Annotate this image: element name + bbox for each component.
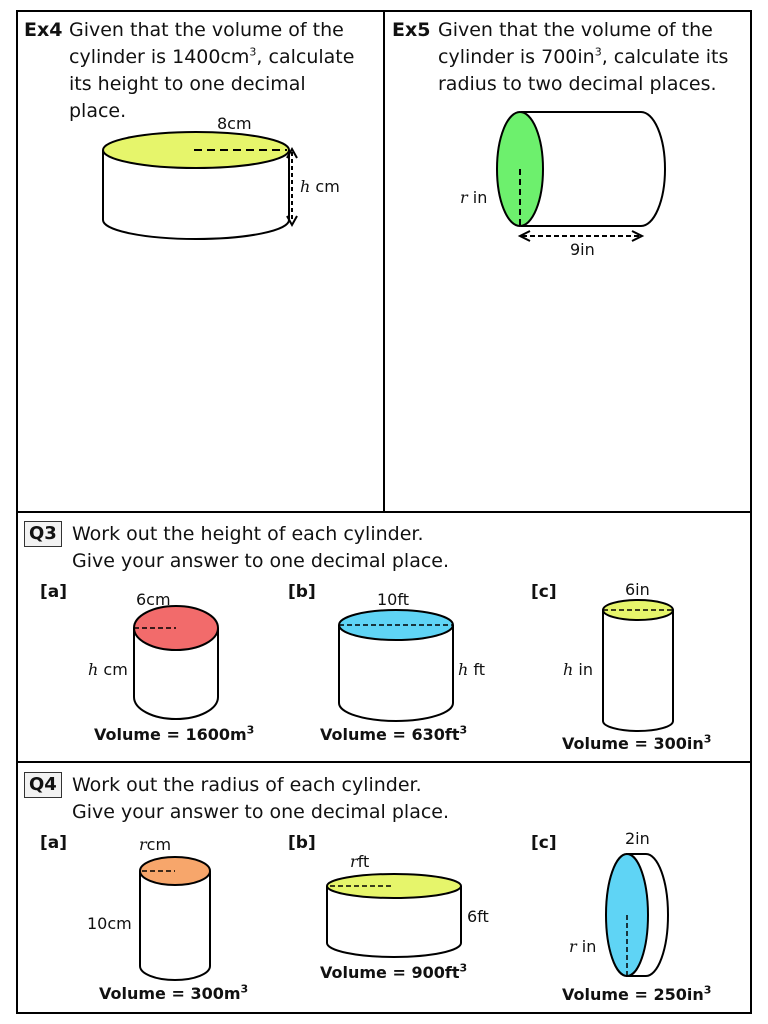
q3c-height-label: h in (563, 660, 593, 679)
q4b-volume: Volume = 900ft3 (320, 963, 467, 982)
q4a-vol-prefix: Volume = (99, 984, 191, 1003)
q3c-vol-sup: 3 (703, 732, 712, 746)
q4a-vol-value: 300m (190, 984, 241, 1003)
ex4-cylinder (102, 131, 298, 240)
q4b-radius-label: rft (350, 852, 369, 871)
ex5-cylinder (496, 111, 666, 242)
q4b-height: 6ft (467, 907, 489, 926)
q4b-vol-prefix: Volume = (320, 963, 412, 982)
q4c-rvar: r (569, 937, 577, 956)
q3c-tag: [c] (531, 582, 557, 602)
q3b-vol-prefix: Volume = (320, 725, 412, 744)
ex5-line2-a: cylinder is 700in (438, 46, 595, 68)
q4c-tag: [c] (531, 833, 557, 853)
ex4-label: Ex4 (24, 19, 63, 41)
q4b-rvar: r (350, 852, 358, 871)
q4b-vol-sup: 3 (459, 961, 468, 975)
ex4-diameter-label: 8cm (217, 114, 252, 133)
q4a-radius-label: rcm (139, 835, 171, 854)
ex4-line3: its height to one decimal (69, 73, 306, 95)
ex5-line2-b: , calculate its (601, 46, 729, 68)
ex5-panel (383, 10, 752, 513)
q4a-height: 10cm (87, 914, 132, 933)
ex4-height-label: h cm (300, 177, 340, 196)
q3a-vol-sup: 3 (246, 723, 255, 737)
q3-label: Q3 (24, 521, 62, 547)
q3-line1: Work out the height of each cylinder. (72, 523, 424, 545)
q4a-cylinder (139, 856, 211, 981)
ex5-radius-label: r in (460, 188, 487, 207)
ex4-line2-b: , calculate (256, 46, 355, 68)
ex4-height-var: h (300, 177, 311, 196)
ex4-panel (16, 10, 385, 513)
q3c-diameter: 6in (625, 580, 650, 599)
q4a-tag: [a] (40, 833, 68, 853)
ex5-line2-sup: 3 (594, 45, 602, 59)
q3a-cylinder (133, 605, 219, 720)
ex5-length-label: 9in (570, 240, 595, 259)
ex5-radius-unit: in (472, 188, 488, 207)
q4c-runit: in (581, 937, 597, 956)
q4a-volume: Volume = 300m3 (99, 984, 248, 1003)
q4b-runit: ft (357, 852, 370, 871)
q4c-volume: Volume = 250in3 (562, 985, 711, 1004)
q3b-vol-value: 630ft (411, 725, 460, 744)
q4-label: Q4 (24, 772, 62, 798)
q4c-cylinder (605, 853, 669, 977)
q3c-vol-prefix: Volume = (562, 734, 654, 753)
q4b-cylinder (326, 873, 462, 958)
ex5-radius-var: r (460, 188, 468, 207)
q3a-hvar: h (88, 660, 99, 679)
ex4-line2-sup: 3 (249, 45, 257, 59)
q3a-vol-value: 1600m (185, 725, 247, 744)
q3a-height-label: h cm (88, 660, 128, 679)
ex4-line1: Given that the volume of the (69, 19, 344, 41)
ex5-line1: Given that the volume of the (438, 19, 713, 41)
ex5-line3: radius to two decimal places. (438, 73, 717, 95)
q4c-vol-prefix: Volume = (562, 985, 654, 1004)
q3b-hunit: ft (473, 660, 486, 679)
q3c-volume: Volume = 300in3 (562, 734, 711, 753)
q4b-vol-value: 900ft (411, 963, 460, 982)
q4a-rvar: r (139, 835, 147, 854)
q3a-volume: Volume = 1600m3 (94, 725, 254, 744)
q4a-vol-sup: 3 (240, 982, 249, 996)
q4c-vol-sup: 3 (703, 983, 712, 997)
ex5-label: Ex5 (392, 19, 431, 41)
q3a-vol-prefix: Volume = (94, 725, 186, 744)
q4a-runit: cm (146, 835, 172, 854)
q4c-length: 2in (625, 829, 650, 848)
q3c-vol-value: 300in (653, 734, 704, 753)
ex4-line2-a: cylinder is 1400cm (69, 46, 250, 68)
q3a-hunit: cm (103, 660, 128, 679)
ex5-line2: cylinder is 700in3, calculate its (438, 44, 728, 71)
q3-line2: Give your answer to one decimal place. (72, 550, 450, 572)
q3b-hvar: h (458, 660, 469, 679)
q4-line2: Give your answer to one decimal place. (72, 801, 450, 823)
q3a-diameter: 6cm (136, 590, 171, 609)
q3b-volume: Volume = 630ft3 (320, 725, 467, 744)
q4c-vol-value: 250in (653, 985, 704, 1004)
q3b-height-label: h ft (458, 660, 485, 679)
q4-line1: Work out the radius of each cylinder. (72, 774, 422, 796)
ex4-height-unit: cm (315, 177, 340, 196)
q3b-diameter: 10ft (377, 590, 409, 609)
q3c-cylinder (602, 599, 674, 732)
q4b-tag: [b] (288, 833, 316, 853)
q3c-hvar: h (563, 660, 574, 679)
q3b-cylinder (338, 609, 454, 722)
q3b-vol-sup: 3 (459, 723, 468, 737)
ex4-line2: cylinder is 1400cm3, calculate (69, 44, 354, 71)
q3c-hunit: in (578, 660, 593, 679)
ex4-line4: place. (69, 100, 127, 122)
q4c-radius-label: r in (569, 937, 596, 956)
q3a-tag: [a] (40, 582, 68, 602)
q3b-tag: [b] (288, 582, 316, 602)
